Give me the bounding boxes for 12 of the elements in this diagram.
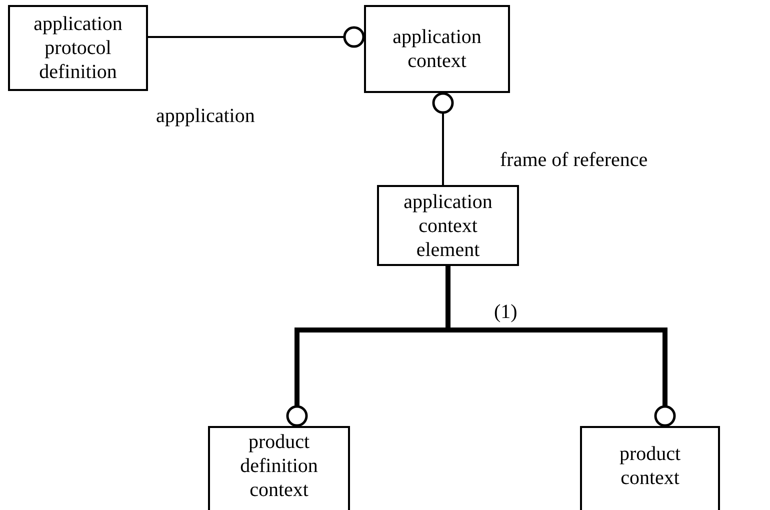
relationship-line	[148, 26, 365, 48]
entity-box	[8, 5, 148, 91]
entity-name: application context element	[402, 190, 494, 262]
relationship-line	[432, 92, 454, 185]
entity-box	[377, 185, 519, 266]
entity-box	[364, 5, 510, 93]
entity-box	[580, 426, 720, 510]
entity-name: application context	[392, 25, 482, 73]
entity-name: product context	[618, 442, 682, 490]
entity-name: product definition context	[239, 430, 319, 502]
entity-box	[208, 426, 350, 510]
entity-name: application protocol definition	[32, 12, 124, 84]
